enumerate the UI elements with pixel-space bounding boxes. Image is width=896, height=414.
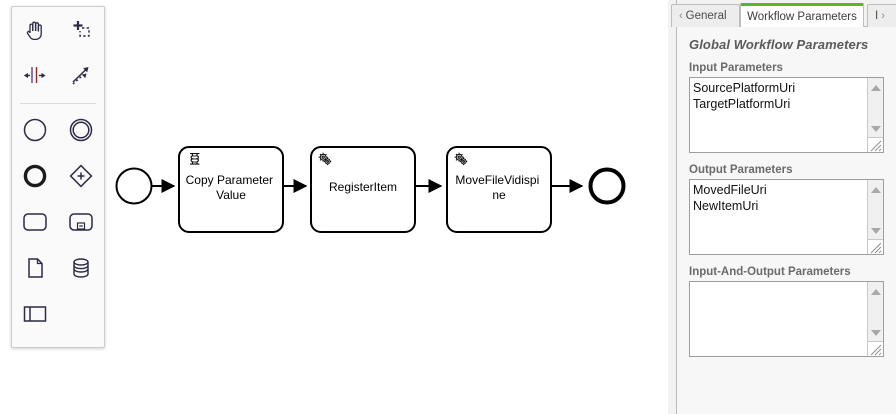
scroll-up-button[interactable] [868, 80, 883, 95]
resize-grip-handle[interactable] [867, 137, 883, 152]
input-and-output-parameters-label: Input-And-Output Parameters [689, 266, 851, 278]
create-task-button[interactable] [12, 199, 58, 245]
task-register-item-label: RegisterItem [329, 180, 397, 194]
tab-next[interactable]: I › [867, 4, 896, 27]
input-and-output-parameters-items [690, 282, 866, 356]
list-item[interactable]: SourcePlatformUri [693, 81, 796, 95]
start-event[interactable] [115, 167, 153, 205]
end-event-icon [23, 164, 47, 188]
task-icon [23, 213, 47, 231]
list-item[interactable]: TargetPlatformUri [693, 97, 791, 111]
properties-body: Global Workflow Parameters Input Paramet… [677, 27, 896, 357]
global-connect-tool-button[interactable] [58, 53, 104, 99]
output-parameters-items: MovedFileUri NewItemUri [690, 180, 866, 254]
intermediate-event-icon [69, 118, 93, 142]
create-start-event-button[interactable] [12, 107, 58, 153]
script-task-icon [189, 152, 200, 165]
input-parameters-label: Input Parameters [689, 62, 783, 74]
hand-tool-button[interactable] [12, 7, 58, 53]
service-task-icon [454, 152, 468, 165]
properties-panel: ‹ General Workflow Parameters I › Global… [671, 0, 896, 414]
create-subprocess-button[interactable] [58, 199, 104, 245]
space-tool-icon [24, 67, 46, 83]
lasso-select-icon [73, 21, 90, 37]
triangle-up-icon [870, 84, 881, 91]
palette-tools-group [12, 7, 104, 99]
resize-grip-icon [870, 140, 882, 152]
chevron-left-icon: ‹ [679, 10, 683, 22]
list-item[interactable]: NewItemUri [693, 199, 759, 213]
scroll-down-button[interactable] [868, 121, 883, 136]
input-parameters-listbox[interactable]: SourcePlatformUri TargetPlatformUri [689, 77, 884, 153]
scroll-down-button[interactable] [868, 223, 883, 238]
tab-workflow-parameters[interactable]: Workflow Parameters [740, 3, 864, 27]
bpmn-diagram: Copy Parameter Value RegisterItem [115, 146, 626, 233]
data-object-icon [28, 258, 43, 278]
tab-general-label: General [685, 10, 727, 22]
resize-grip-icon [870, 344, 882, 356]
create-gateway-button[interactable] [58, 153, 104, 199]
scroll-down-button[interactable] [868, 325, 883, 340]
gateway-icon [69, 164, 93, 188]
input-and-output-parameters-listbox[interactable] [689, 281, 884, 357]
panel-resize-strip[interactable] [668, 0, 677, 414]
connect-arrow-icon [72, 67, 89, 85]
triangle-down-icon [870, 125, 881, 132]
palette-divider [20, 103, 96, 104]
properties-tab-bar: ‹ General Workflow Parameters I › [671, 0, 896, 27]
triangle-up-icon [870, 186, 881, 193]
task-copy-parameter-value[interactable] [178, 146, 284, 233]
tab-general[interactable]: ‹ General [671, 4, 740, 27]
create-data-object-button[interactable] [12, 245, 58, 291]
create-end-event-button[interactable] [12, 153, 58, 199]
task-register-item[interactable] [310, 146, 416, 233]
chevron-right-icon: › [881, 10, 885, 22]
hand-icon [26, 21, 42, 41]
input-parameters-items: SourcePlatformUri TargetPlatformUri [690, 78, 866, 152]
output-parameters-label: Output Parameters [689, 164, 793, 176]
task-move-file-vidispine-label: MoveFileVidispi ne [455, 173, 542, 202]
end-event[interactable] [588, 167, 626, 205]
palette-empty-cell [58, 291, 104, 337]
triangle-up-icon [870, 288, 881, 295]
data-store-icon [73, 258, 89, 278]
triangle-down-icon [870, 329, 881, 336]
resize-grip-handle[interactable] [867, 239, 883, 254]
tab-workflow-parameters-label: Workflow Parameters [747, 10, 857, 23]
input-parameters-scrollbar[interactable] [867, 78, 883, 152]
create-participant-button[interactable] [12, 291, 58, 337]
participant-pool-icon [23, 306, 47, 322]
scroll-up-button[interactable] [868, 284, 883, 299]
create-data-store-button[interactable] [58, 245, 104, 291]
resize-grip-icon [870, 242, 882, 254]
panel-title: Global Workflow Parameters [689, 37, 869, 52]
subprocess-collapsed-icon [69, 213, 93, 231]
diagram-canvas[interactable]: Copy Parameter Value RegisterItem [0, 0, 668, 414]
task-move-file-vidispine[interactable] [446, 146, 552, 233]
create-intermediate-event-button[interactable] [58, 107, 104, 153]
triangle-down-icon [870, 227, 881, 234]
scroll-up-button[interactable] [868, 182, 883, 197]
tab-next-label: I [875, 10, 879, 22]
space-tool-button[interactable] [12, 53, 58, 99]
service-task-icon [318, 152, 332, 165]
list-item[interactable]: MovedFileUri [693, 183, 767, 197]
start-event-icon [23, 118, 47, 142]
output-parameters-scrollbar[interactable] [867, 180, 883, 254]
resize-grip-handle[interactable] [867, 341, 883, 356]
palette-shapes-group [12, 107, 104, 337]
bpmn-palette [11, 6, 105, 348]
output-parameters-listbox[interactable]: MovedFileUri NewItemUri [689, 179, 884, 255]
input-and-output-parameters-scrollbar[interactable] [867, 282, 883, 356]
lasso-select-button[interactable] [58, 7, 104, 53]
task-copy-parameter-value-label: Copy Parameter Value [186, 173, 277, 202]
